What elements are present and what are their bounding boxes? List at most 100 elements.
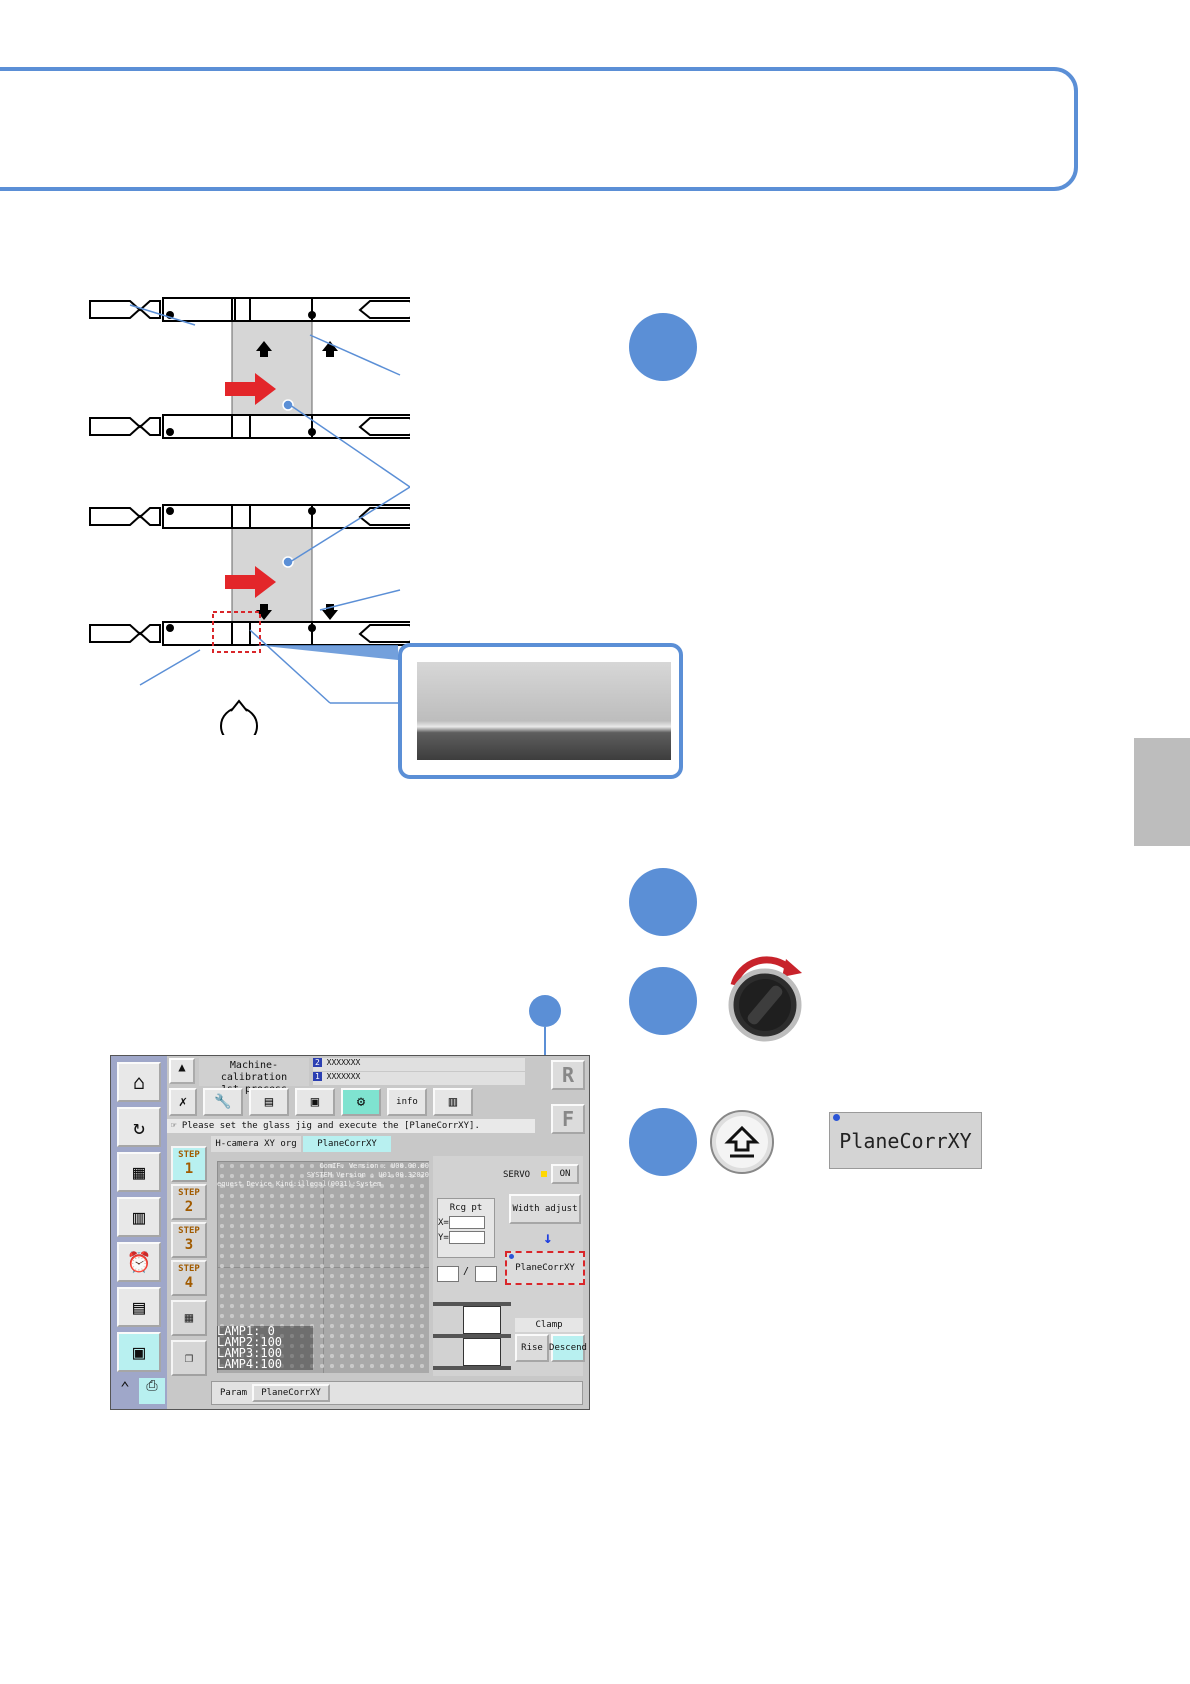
y-label: Y= bbox=[438, 1233, 449, 1243]
alarm-clock-icon[interactable]: ⏰ bbox=[117, 1242, 161, 1282]
home-icon[interactable]: ⌂ bbox=[117, 1062, 161, 1102]
f-button[interactable]: F bbox=[551, 1104, 585, 1134]
bracket-icon[interactable]: ▦ bbox=[171, 1300, 207, 1336]
shift-key-icon bbox=[710, 1110, 774, 1174]
x-label: X= bbox=[438, 1218, 449, 1228]
document-icon[interactable]: ▣ bbox=[295, 1088, 335, 1116]
count-field-2 bbox=[475, 1266, 497, 1282]
servo-on-button[interactable]: ON bbox=[551, 1164, 579, 1184]
x-field bbox=[448, 1216, 485, 1229]
report-icon[interactable]: ▥ bbox=[117, 1197, 161, 1237]
count-field-1 bbox=[437, 1266, 459, 1282]
plane-corr-xy-label: PlaneCorrXY bbox=[839, 1128, 972, 1153]
wrench-icon[interactable]: 🔧 bbox=[203, 1088, 243, 1116]
param-label: Param bbox=[220, 1388, 248, 1398]
servo-label: SERVO bbox=[503, 1170, 531, 1180]
lamp-overlay: LAMP1: 0 LAMP2:100 LAMP3:100 LAMP4:100 bbox=[217, 1324, 313, 1371]
servo-indicator bbox=[541, 1171, 547, 1177]
y-field bbox=[448, 1231, 485, 1244]
overlay-line-3: equest Device Kind:illegal(0031):System bbox=[217, 1180, 382, 1188]
program-icon[interactable]: ▤ bbox=[117, 1287, 161, 1327]
clamp-label: Clamp bbox=[515, 1318, 583, 1332]
info-icon[interactable]: info bbox=[387, 1088, 427, 1116]
left-nav-bar: ⌂ ↻ ▦ ▥ ⏰ ▤ ▣ ⌃ ⎙ bbox=[111, 1056, 167, 1409]
flow-arrows bbox=[225, 373, 276, 598]
cancel-icon[interactable]: ✗ bbox=[169, 1088, 197, 1116]
tab-plane-corr-xy[interactable]: PlaneCorrXY bbox=[303, 1136, 391, 1152]
callout-circle bbox=[529, 995, 561, 1027]
step-circle-2 bbox=[629, 868, 697, 936]
rcg-pt-box: Rcg pt X= Y= bbox=[437, 1198, 495, 1258]
id-text-1: XXXXXXX bbox=[326, 1058, 361, 1067]
zoom-box bbox=[212, 611, 261, 653]
lamp-3: LAMP3:100 bbox=[217, 1346, 283, 1360]
message-bar: ☞ Please set the glass jig and execute t… bbox=[167, 1119, 535, 1133]
id-text-2: XXXXXXX bbox=[326, 1072, 361, 1081]
rcg-label: Rcg pt bbox=[449, 1203, 483, 1213]
descend-button[interactable]: Descend bbox=[549, 1334, 587, 1362]
zoom-photo bbox=[417, 662, 671, 760]
overlay-line-2: SYSTEM Version : U01.00.32020 bbox=[306, 1171, 429, 1179]
conveyor-diagram bbox=[89, 297, 410, 735]
screen-title: Machine-calibration 1st process bbox=[199, 1058, 309, 1095]
page-up-icon[interactable]: ⌃ bbox=[120, 1378, 130, 1397]
indicator-dot bbox=[509, 1254, 514, 1259]
rail-1 bbox=[89, 297, 410, 322]
descend-label: Descend bbox=[549, 1343, 587, 1353]
id-num-1: 2 bbox=[313, 1058, 322, 1067]
title-line-1: Machine-calibration bbox=[220, 1060, 288, 1083]
machine-icon[interactable]: ▣ bbox=[117, 1332, 161, 1372]
zoom-connector bbox=[255, 645, 398, 660]
overlay-line-1: ComIF. Version : U00.00.00 bbox=[319, 1162, 429, 1170]
plane-corr-xy-button[interactable]: PlaneCorrXY bbox=[829, 1112, 982, 1169]
gear-board-icon[interactable]: ⚙ bbox=[341, 1088, 381, 1116]
step-circle-1 bbox=[629, 313, 697, 381]
step-circle-3 bbox=[629, 967, 697, 1035]
param-bar: Param PlaneCorrXY bbox=[211, 1381, 583, 1405]
print-icon[interactable]: ⎙ bbox=[139, 1378, 165, 1404]
param-value-button[interactable]: PlaneCorrXY bbox=[252, 1384, 330, 1402]
board-icon[interactable]: ▦ bbox=[117, 1152, 161, 1192]
message-text: Please set the glass jig and execute the… bbox=[181, 1121, 480, 1131]
glass-jig-upper bbox=[231, 319, 313, 426]
id-row-1: 2 XXXXXXX bbox=[313, 1058, 525, 1071]
rise-label: Rise bbox=[521, 1343, 543, 1353]
clamp-diagram bbox=[433, 1294, 513, 1374]
rail-2 bbox=[89, 414, 410, 439]
stack-icon[interactable]: ▥ bbox=[433, 1088, 473, 1116]
indicator-dot bbox=[833, 1114, 840, 1121]
step-circle-4 bbox=[629, 1108, 697, 1176]
plane-corr-xy-screen-button[interactable]: PlaneCorrXY bbox=[505, 1251, 585, 1285]
machine-ui-screenshot: ⌂ ↻ ▦ ▥ ⏰ ▤ ▣ ⌃ ⎙ ▲ Machine-calibration … bbox=[110, 1055, 590, 1410]
id-row-2: 1 XXXXXXX bbox=[313, 1072, 525, 1085]
copy-icon[interactable]: ❐ bbox=[171, 1340, 207, 1376]
id-num-2: 1 bbox=[313, 1072, 322, 1081]
plane-corr-label: PlaneCorrXY bbox=[515, 1263, 575, 1273]
header-frame bbox=[0, 67, 1078, 191]
rise-button[interactable]: Rise bbox=[515, 1334, 549, 1362]
lamp-4: LAMP4:100 bbox=[217, 1357, 283, 1371]
count-slash: / bbox=[463, 1266, 470, 1277]
lamp-2: LAMP2:100 bbox=[217, 1335, 283, 1349]
lamp-1: LAMP1: 0 bbox=[217, 1324, 275, 1338]
r-button[interactable]: R bbox=[551, 1060, 585, 1090]
hand-icon: ☞ bbox=[171, 1121, 177, 1131]
table-icon[interactable]: ▤ bbox=[249, 1088, 289, 1116]
mode-icon[interactable]: ▲ bbox=[169, 1058, 195, 1084]
rail-4 bbox=[89, 621, 410, 646]
cycle-icon[interactable]: ↻ bbox=[117, 1107, 161, 1147]
tab-h-camera-xy-org[interactable]: H-camera XY org bbox=[211, 1136, 301, 1152]
down-arrow-icon: ↓ bbox=[543, 1228, 553, 1247]
rail-3 bbox=[89, 504, 410, 529]
info-label: info bbox=[396, 1097, 418, 1107]
camera-view bbox=[217, 1161, 429, 1373]
rotary-key-switch-icon bbox=[728, 956, 802, 1042]
width-adjust-button[interactable]: Width adjust bbox=[509, 1194, 581, 1224]
version-overlay: ComIF. Version : U00.00.00 SYSTEM Versio… bbox=[217, 1162, 429, 1189]
marker-symbol bbox=[220, 699, 258, 735]
